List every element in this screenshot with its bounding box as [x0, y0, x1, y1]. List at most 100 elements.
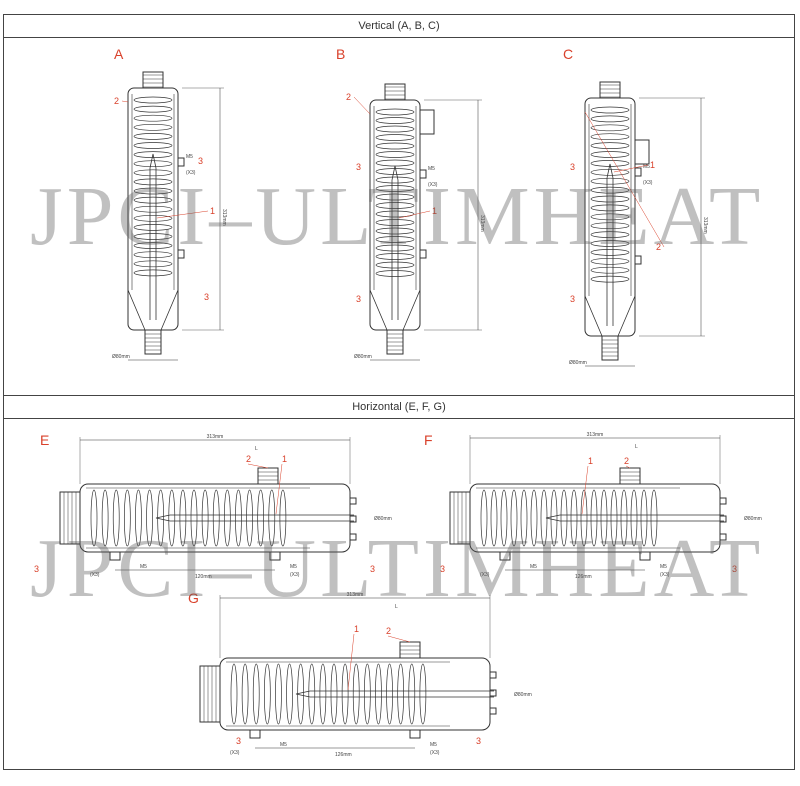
- coil-F: [580, 489, 588, 547]
- callout-1-B: 1: [432, 206, 437, 216]
- coil-B: [375, 159, 415, 167]
- coil-B: [375, 253, 415, 260]
- callout-1-C: 1: [650, 160, 655, 170]
- note-m5-left-F: M5: [530, 564, 537, 570]
- coil-F: [480, 489, 488, 547]
- coil-C: [590, 133, 630, 141]
- leader-2-A: [121, 100, 129, 103]
- dim-label-l-E: L: [255, 446, 258, 452]
- coil-G: [286, 663, 293, 725]
- callout-2-G: 2: [386, 626, 391, 636]
- bottom-taper-B: [369, 289, 421, 331]
- coil-F: [650, 489, 658, 547]
- terminal-E: [349, 497, 357, 505]
- callout-1-A: 1: [210, 206, 215, 216]
- dim-label-length-F: 313mm: [587, 432, 604, 438]
- coil-A: [133, 224, 173, 231]
- coil-E: [223, 489, 231, 547]
- coil-A: [133, 133, 173, 140]
- coil-G: [397, 663, 405, 725]
- coil-C: [590, 195, 630, 203]
- horizontal-body-E: [79, 483, 351, 553]
- coil-A: [133, 105, 173, 113]
- callout-3b-G: 3: [476, 736, 481, 746]
- note-m5-right-G: M5: [430, 742, 437, 748]
- end-fitting-E: [59, 491, 81, 545]
- callout-3a-C: 3: [570, 162, 575, 172]
- leader-1-G: [347, 633, 355, 691]
- callout-2-E: 2: [246, 454, 251, 464]
- top-fitting-B: [384, 83, 406, 101]
- coil-C: [590, 275, 630, 283]
- coil-E: [190, 489, 198, 547]
- coil-F: [560, 489, 568, 547]
- coil-B: [375, 227, 415, 235]
- coil-E: [146, 489, 153, 547]
- element-tip-E: [155, 514, 171, 522]
- coil-A: [133, 187, 173, 195]
- dim-label-length-G: 313mm: [347, 592, 364, 598]
- coil-A: [133, 142, 173, 149]
- foot-left-E: [109, 551, 121, 561]
- dim-label-foot-spacing-F: 126mm: [575, 574, 592, 580]
- coil-F: [510, 489, 518, 547]
- leader-1-A: [156, 210, 209, 219]
- terminal-E: [349, 515, 357, 523]
- coil-B: [375, 168, 415, 175]
- coil-C: [590, 222, 630, 230]
- callout-3b-C: 3: [570, 294, 575, 304]
- coil-F: [530, 489, 538, 547]
- coil-E: [279, 489, 287, 547]
- callout-3a-F: 3: [440, 564, 445, 574]
- bottom-taper-A: [127, 289, 179, 331]
- callout-3b-B: 3: [356, 294, 361, 304]
- coil-G: [308, 663, 316, 725]
- side-port-C: [634, 139, 650, 165]
- dim-label-height-C: 313mm: [702, 217, 708, 234]
- coil-E: [168, 489, 176, 547]
- callout-3b-F: 3: [732, 564, 737, 574]
- coil-B: [375, 236, 415, 243]
- note-x3-C: (X3): [643, 180, 653, 186]
- coil-E: [179, 489, 187, 547]
- coil-G: [230, 663, 238, 725]
- note-m5-B: M5: [428, 166, 435, 172]
- terminal-G: [489, 689, 497, 697]
- dim-label-foot-spacing-E: 120mm: [195, 574, 212, 580]
- coil-C: [590, 115, 630, 123]
- coil-B: [375, 134, 415, 141]
- coil-C: [590, 266, 630, 274]
- side-port-B: [419, 109, 435, 135]
- coil-A: [133, 178, 173, 186]
- drawing-letter-b: B: [336, 46, 346, 62]
- callout-3a-E: 3: [34, 564, 39, 574]
- coil-G: [419, 663, 427, 725]
- note-x3-B: (X3): [428, 182, 438, 188]
- coil-B: [375, 151, 415, 158]
- drawing-letter-f: F: [424, 432, 433, 448]
- element-tip-C: [606, 163, 614, 179]
- dim-label-diameter-F: Ø80mm: [744, 516, 762, 522]
- coil-A: [133, 169, 173, 177]
- drawing-letter-c: C: [563, 46, 574, 62]
- coil-G: [263, 663, 271, 725]
- coil-G: [330, 663, 338, 725]
- horizontal-body-G: [219, 657, 491, 731]
- coil-F: [600, 489, 608, 547]
- end-fitting-G: [199, 665, 221, 723]
- drawing-letter-a: A: [114, 46, 124, 62]
- coil-B: [375, 185, 415, 192]
- sensor-lug-bottom-A: [177, 249, 185, 259]
- note-x3-left-F: (X3): [480, 572, 490, 578]
- horizontal-body-F: [469, 483, 721, 553]
- coil-B: [375, 142, 415, 150]
- top-fitting-A: [142, 71, 164, 89]
- foot-right-G: [409, 729, 421, 739]
- coil-E: [201, 489, 209, 547]
- coil-A: [133, 123, 173, 131]
- note-m5-C: M5: [643, 164, 650, 170]
- coil-E: [268, 489, 276, 547]
- coil-A: [133, 233, 173, 240]
- coil-F: [630, 489, 638, 547]
